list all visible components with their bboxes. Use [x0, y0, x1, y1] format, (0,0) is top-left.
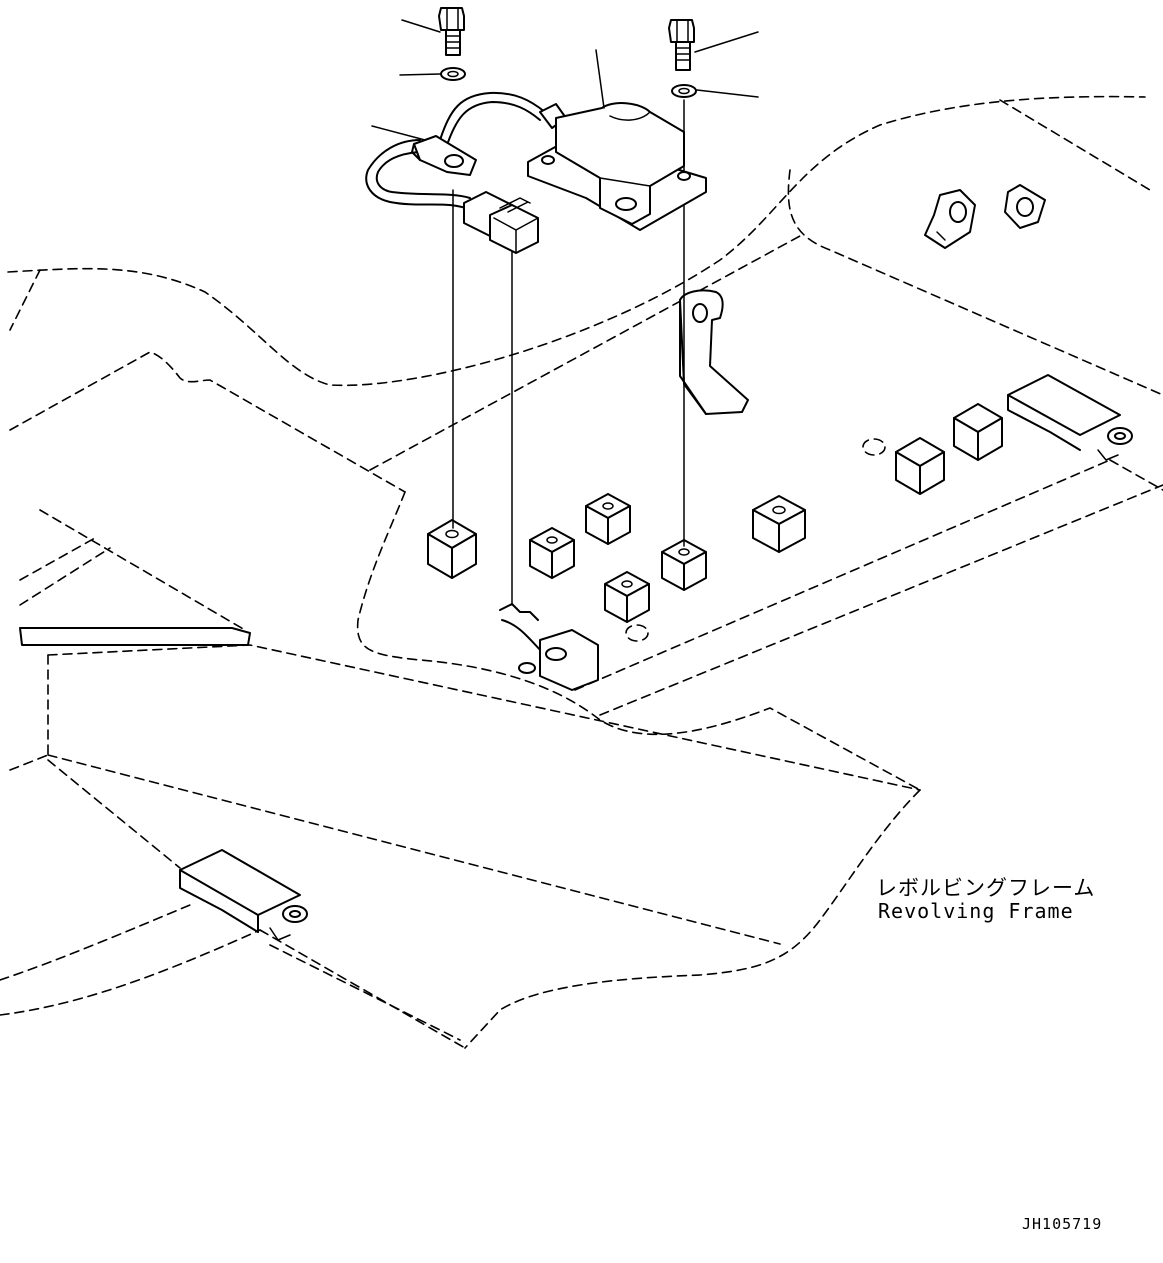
washer-left-icon	[399, 67, 466, 81]
frame-clip-brackets	[924, 184, 1046, 249]
frame-bracket-bottom-left	[179, 849, 308, 941]
frame-label-japanese: レボルビングフレーム	[876, 876, 1096, 900]
frame-bracket-right	[1007, 374, 1133, 461]
frame-label-english: Revolving Frame	[878, 899, 1074, 923]
revolving-frame-outline	[0, 95, 1163, 1049]
drawing-code: JH105719	[1022, 1215, 1103, 1233]
frame-flat-bar-left	[19, 627, 251, 646]
bolt-left-icon	[401, 7, 465, 56]
module-box-icon	[527, 49, 707, 231]
frame-ground-terminal	[499, 603, 599, 691]
mounting-bosses	[427, 403, 1003, 642]
wire-harness-icon	[365, 91, 546, 254]
washer-right-icon	[671, 84, 759, 98]
bolt-right-icon	[668, 19, 759, 71]
frame-l-bracket	[679, 289, 749, 415]
